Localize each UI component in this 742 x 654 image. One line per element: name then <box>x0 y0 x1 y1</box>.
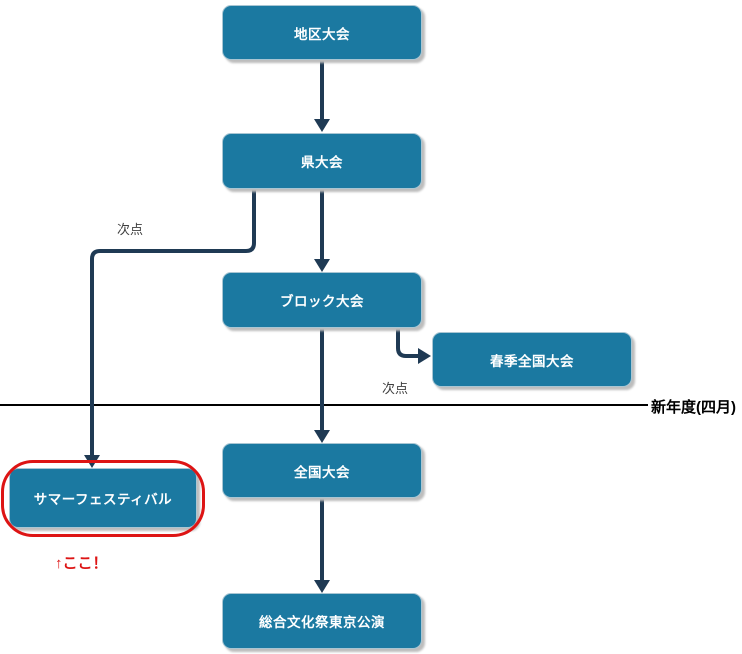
node-block-tournament: ブロック大会 <box>222 272 422 328</box>
node-district-tournament: 地区大会 <box>222 5 422 60</box>
node-spring-national-label: 春季全国大会 <box>490 353 574 369</box>
arrow-block-to-national <box>314 328 330 443</box>
node-national-label: 全国大会 <box>294 464 350 480</box>
edge-label-runner-up-left: 次点 <box>117 222 144 237</box>
arrow-block-to-spring-national <box>396 328 431 364</box>
edge-label-runner-up-right: 次点 <box>382 381 409 396</box>
node-summer-festival: サマーフェスティバル <box>9 468 197 528</box>
node-block-label: ブロック大会 <box>280 294 364 309</box>
timeline-label: 新年度(四月) <box>651 399 736 416</box>
node-tokyo-performance: 総合文化祭東京公演 <box>222 593 422 649</box>
node-district-label: 地区大会 <box>294 26 350 42</box>
arrow-prefecture-to-block <box>314 189 330 272</box>
here-annotation: ↑ここ！ <box>55 555 108 572</box>
node-spring-national-tournament: 春季全国大会 <box>432 332 632 387</box>
arrow-district-to-prefecture <box>314 60 330 132</box>
node-tokyo-performance-label: 総合文化祭東京公演 <box>259 615 385 630</box>
node-prefecture-tournament: 県大会 <box>222 133 422 189</box>
node-national-tournament: 全国大会 <box>222 443 422 498</box>
arrow-national-to-tokyo <box>314 498 330 593</box>
node-summer-festival-label: サマーフェスティバル <box>33 492 173 507</box>
arrow-prefecture-to-summer-festival <box>84 189 256 468</box>
node-prefecture-label: 県大会 <box>301 155 343 170</box>
